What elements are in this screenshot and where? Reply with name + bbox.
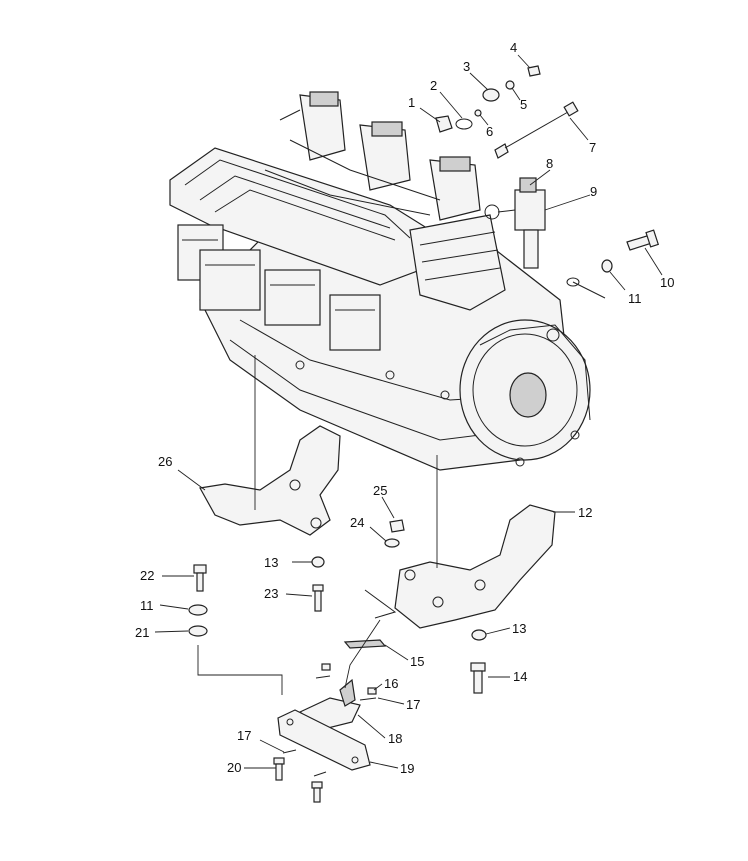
callouts: 1 2 3 4 5 6 7 8 9 10 11 12 13 13 14 15 1…	[135, 40, 674, 776]
engine-assembly	[169, 91, 591, 471]
nut-part-16-a	[321, 663, 331, 671]
nut-part-5	[505, 80, 515, 90]
callout-17-right: 17	[406, 697, 420, 712]
callout-11-upper: 11	[628, 291, 642, 306]
fitting-part-6	[474, 109, 482, 117]
callout-8: 8	[546, 156, 553, 171]
bolt-part-22	[193, 564, 207, 592]
callout-16: 16	[384, 676, 398, 691]
fasteners	[188, 519, 487, 803]
callout-25: 25	[373, 483, 387, 498]
callout-17-left: 17	[237, 728, 251, 743]
callout-4: 4	[510, 40, 517, 55]
screw-part-4	[527, 65, 541, 77]
bolt-part-14	[470, 662, 486, 694]
nut-part-25	[389, 519, 405, 533]
grommet-part-3	[482, 88, 500, 102]
stud-part-23	[312, 584, 324, 612]
callout-1: 1	[408, 95, 415, 110]
washer-part-11-lower	[188, 604, 208, 616]
callout-19: 19	[400, 761, 414, 776]
nut-part-11-upper	[601, 259, 613, 273]
callout-11-lower: 11	[140, 598, 154, 613]
callout-13-left: 13	[264, 555, 278, 570]
washer-part-21	[188, 625, 208, 637]
nut-part-16-b	[367, 687, 377, 695]
callout-20: 20	[227, 760, 241, 775]
washer-part-24	[384, 538, 400, 548]
callout-24: 24	[350, 515, 364, 530]
callout-9: 9	[590, 184, 597, 199]
base-plate-part-19	[277, 709, 371, 771]
bolt-part-20	[273, 757, 285, 781]
bracket-part-12	[394, 504, 556, 629]
leader-lines	[154, 54, 663, 769]
washer-part-2	[455, 118, 473, 130]
callout-7: 7	[589, 140, 596, 155]
bracket-part-26	[199, 425, 341, 536]
nut-part-13-left	[311, 556, 325, 568]
valve-assembly-part-9	[484, 177, 546, 269]
callout-18: 18	[388, 731, 402, 746]
sensor-part-7	[494, 143, 509, 159]
shim-part-15	[343, 639, 387, 649]
callout-10: 10	[660, 275, 674, 290]
callout-15: 15	[410, 654, 424, 669]
callout-2: 2	[430, 78, 437, 93]
callout-6: 6	[486, 124, 493, 139]
callout-5: 5	[520, 97, 527, 112]
callout-23: 23	[264, 586, 278, 601]
mount-brackets	[199, 425, 556, 771]
assembly-lines	[197, 355, 438, 695]
bolt-lower	[311, 771, 327, 803]
clip-part-1	[435, 115, 453, 133]
nut-part-13-right	[471, 629, 487, 641]
callout-26: 26	[158, 454, 172, 469]
top-hardware	[435, 65, 660, 299]
callout-12: 12	[578, 505, 592, 520]
callout-22: 22	[140, 568, 154, 583]
callout-14: 14	[513, 669, 527, 684]
bolt-part-10	[626, 229, 660, 251]
callout-13-right: 13	[512, 621, 526, 636]
callout-21: 21	[135, 625, 149, 640]
callout-3: 3	[463, 59, 470, 74]
